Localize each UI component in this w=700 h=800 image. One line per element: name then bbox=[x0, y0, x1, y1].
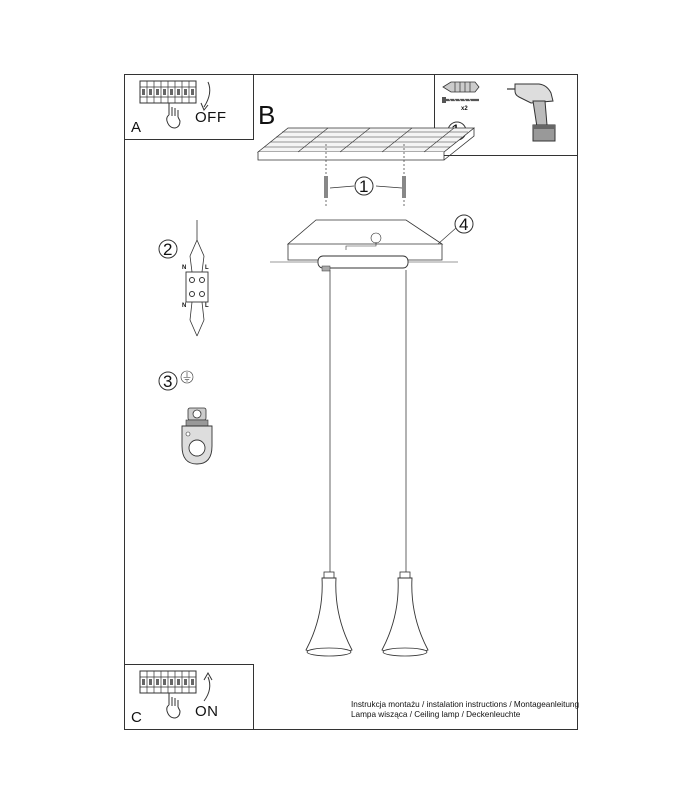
step-1-mount-number: 1 bbox=[359, 177, 369, 196]
step-2-number: 2 bbox=[163, 240, 173, 259]
step-4-circle-icon bbox=[454, 214, 474, 234]
step-4-number: 4 bbox=[459, 215, 469, 234]
step-2-circle-icon bbox=[158, 239, 178, 259]
step-4-leader-line bbox=[437, 227, 457, 245]
mounting-screws-illustration bbox=[324, 144, 406, 208]
panel-tools: x2 1 bbox=[434, 74, 578, 156]
drill-icon bbox=[507, 83, 556, 142]
callout-lines bbox=[329, 185, 403, 189]
ceiling-canopy-illustration bbox=[270, 219, 458, 272]
quantity-label: x2 bbox=[461, 106, 468, 112]
rotate-arrow-icon bbox=[203, 671, 213, 702]
panel-b-letter: B bbox=[258, 100, 276, 130]
ground-connector-icon bbox=[181, 407, 213, 465]
footer-instructions-title: Instrukcja montażu / instalation instruc… bbox=[351, 700, 580, 709]
step-3-number: 3 bbox=[163, 372, 173, 391]
terminal-block-icon bbox=[185, 220, 209, 337]
pendant-lamp-right-illustration bbox=[381, 571, 429, 657]
screw-icon bbox=[442, 97, 479, 103]
live-top-label: L bbox=[205, 265, 209, 271]
footer-product-name: Lampa wisząca / Ceiling lamp / Deckenleu… bbox=[351, 710, 521, 719]
pendant-cables bbox=[329, 270, 407, 578]
panel-c-letter: C bbox=[131, 709, 142, 726]
circuit-breaker-icon bbox=[139, 670, 197, 694]
panel-a-letter: A bbox=[131, 119, 142, 136]
circuit-breaker-icon bbox=[139, 80, 197, 104]
step-3-circle-icon bbox=[158, 371, 178, 391]
ground-symbol-icon bbox=[180, 370, 194, 384]
hand-icon bbox=[166, 103, 181, 129]
neutral-top-label: N bbox=[182, 265, 187, 271]
panel-c-power-on: C ON bbox=[124, 664, 254, 730]
off-label: OFF bbox=[195, 109, 227, 126]
step-1-mount-circle-icon bbox=[354, 176, 374, 196]
hand-icon bbox=[166, 693, 181, 719]
pendant-lamp-left-illustration bbox=[305, 571, 353, 657]
neutral-bottom-label: N bbox=[182, 303, 187, 309]
on-label: ON bbox=[195, 703, 219, 720]
instruction-sheet bbox=[124, 74, 578, 730]
ceiling-grid-illustration bbox=[256, 127, 476, 161]
panel-a-power-off: A OFF bbox=[124, 74, 254, 140]
wall-plug-icon bbox=[442, 81, 480, 93]
rotate-arrow-icon bbox=[200, 81, 211, 111]
live-bottom-label: L bbox=[205, 303, 209, 309]
